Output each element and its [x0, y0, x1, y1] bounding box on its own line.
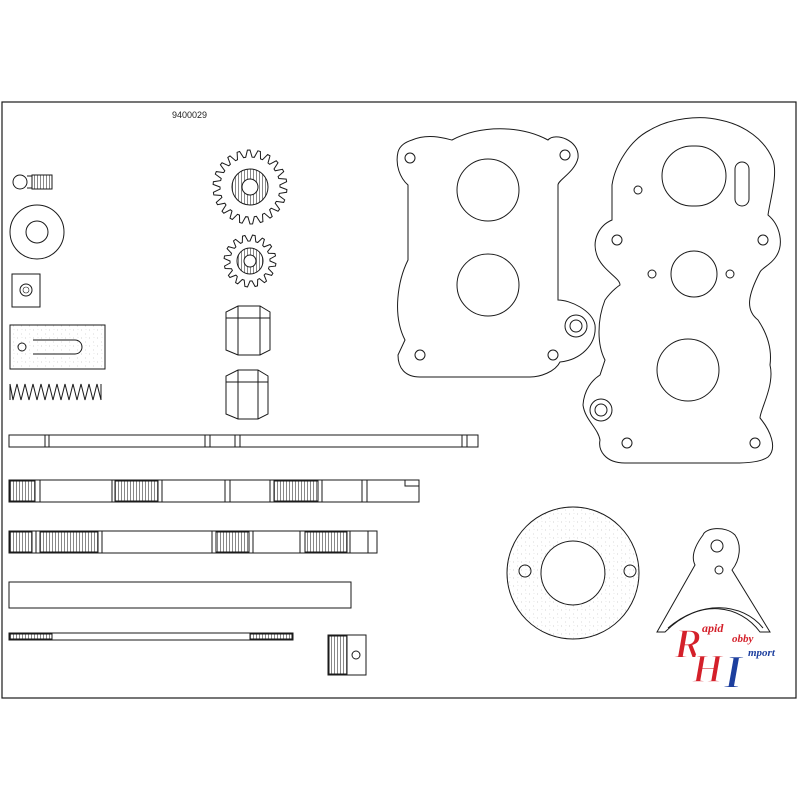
ball-stud-part	[12, 174, 53, 190]
sheet-border	[1, 101, 797, 699]
gearbox-plate-right-part	[582, 117, 781, 464]
hex-nut-2-part	[225, 369, 269, 420]
rapid-hobby-import-logo: R H I apid obby mport	[672, 621, 776, 700]
slotted-plate-part	[9, 324, 106, 370]
logo-word-apid: apid	[702, 621, 724, 635]
pinion-gear-part	[223, 234, 277, 288]
splined-shaft-1-part	[8, 479, 420, 503]
threaded-rod-part	[8, 632, 294, 641]
large-spur-gear-part	[212, 149, 288, 225]
long-shaft-part	[8, 434, 479, 448]
hex-nut-1-part	[225, 305, 271, 356]
gearbox-plate-left-part	[396, 128, 596, 378]
logo-letter-i: I	[723, 646, 745, 699]
shift-fork-part	[656, 528, 771, 633]
clutch-disc-part	[506, 506, 640, 640]
logo-letter-r: R	[673, 622, 702, 668]
gear-teeth	[212, 149, 288, 225]
gear-bore	[241, 178, 259, 196]
gear-bore	[243, 254, 257, 268]
spring-part	[9, 383, 102, 401]
square-nut-part	[11, 273, 41, 308]
logo-word-mport: mport	[748, 647, 776, 659]
splined-shaft-2-part	[8, 530, 378, 554]
logo-letter-h: H	[691, 646, 725, 691]
flat-bar-part	[8, 581, 352, 609]
washer-part	[9, 204, 65, 260]
part-number-label: 9400029	[172, 110, 208, 120]
logo-word-obby: obby	[732, 633, 754, 645]
coupler-part	[327, 634, 367, 676]
gear-teeth	[223, 234, 277, 288]
